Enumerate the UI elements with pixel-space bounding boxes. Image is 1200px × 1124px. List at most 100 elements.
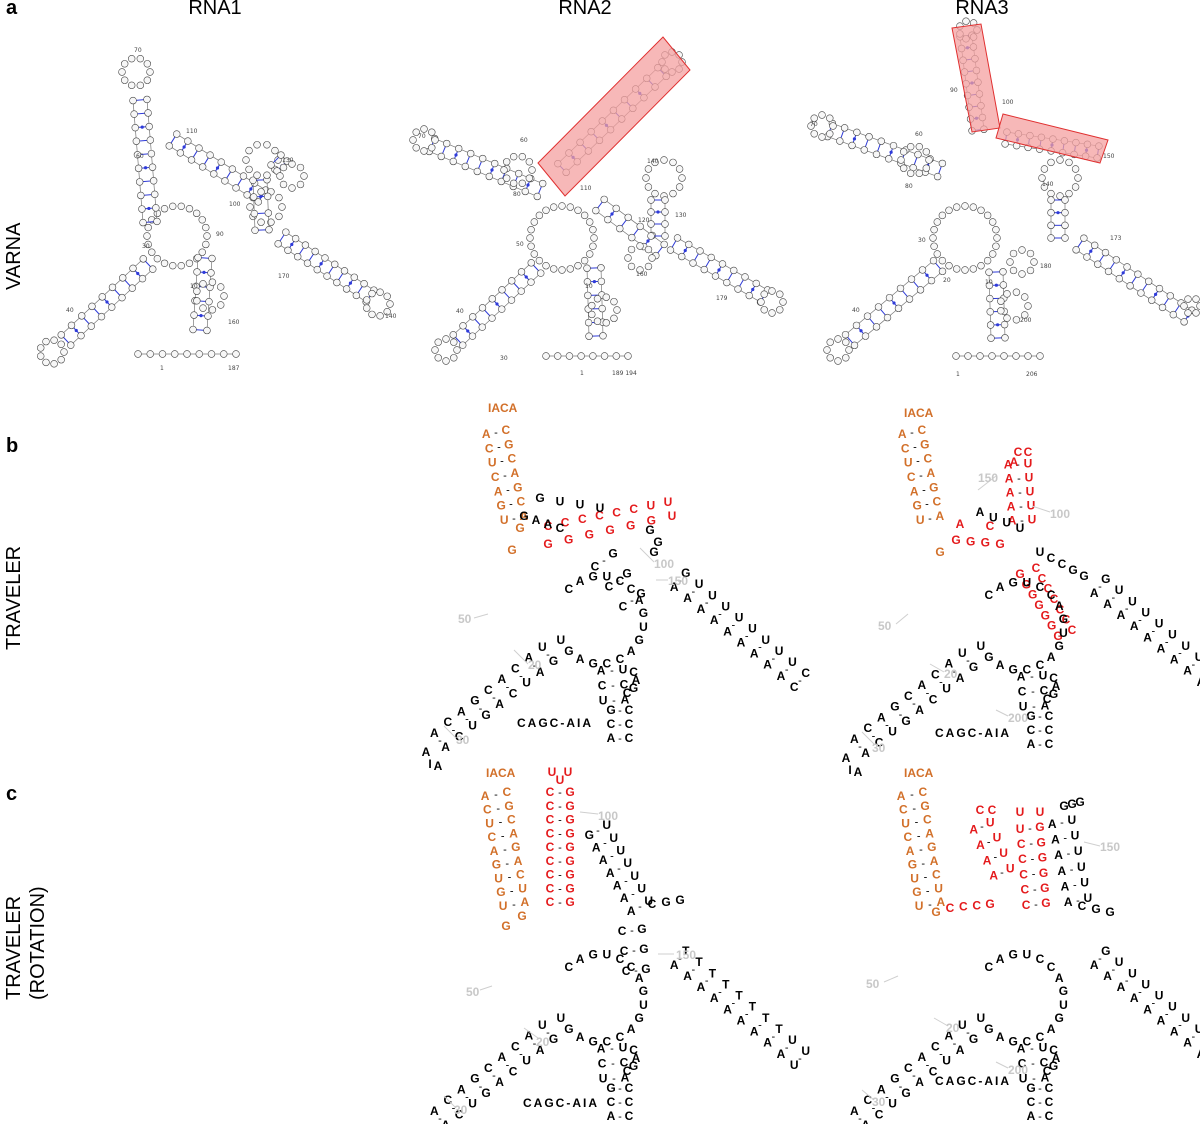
- nucleotide-letter: G: [912, 885, 921, 899]
- nucleotide-letter: U: [999, 846, 1008, 860]
- nucleotide-letter: A: [670, 580, 679, 594]
- pair-dash: -: [630, 595, 634, 607]
- nucleotide: [514, 169, 523, 178]
- nucleotide: [673, 234, 682, 242]
- nucleotide: [199, 304, 207, 312]
- nucleotide-letter: C: [1014, 445, 1023, 459]
- gu-pair-dot: [1089, 249, 1093, 253]
- nucleotide: [1026, 249, 1035, 258]
- nucleotide: [143, 60, 152, 68]
- nucleotide-letter: G: [661, 895, 670, 909]
- nucleotide-letter: C: [648, 897, 657, 911]
- nucleotide-letter: C: [627, 582, 636, 596]
- nucleotide: [277, 151, 285, 159]
- nucleotide-letter: A: [1103, 597, 1112, 611]
- nucleotide-letter: G: [639, 942, 648, 956]
- nucleotide: [508, 277, 516, 285]
- nucleotide-letter: U: [1027, 498, 1036, 512]
- nucleotide-letter: U: [616, 843, 625, 857]
- nucleotide: [760, 290, 768, 298]
- nucleotide-letter: A: [1047, 650, 1056, 664]
- backbone: [832, 123, 943, 164]
- nucleotide: [1061, 208, 1069, 217]
- nucleotide: [915, 169, 924, 178]
- nucleotide-letter: G: [1034, 598, 1043, 612]
- pair-dash: -: [925, 499, 929, 511]
- pair-dash: -: [1017, 473, 1021, 485]
- nucleotide: [1000, 352, 1008, 360]
- nucleotide-letter: A: [1055, 599, 1064, 613]
- nucleotide: [108, 283, 117, 292]
- nucleotide-letter: G: [565, 785, 574, 799]
- nucleotide: [271, 146, 279, 155]
- nucleotide: [986, 321, 995, 329]
- nucleotide: [1196, 302, 1200, 310]
- nucleotide-letter: A: [710, 991, 719, 1005]
- pair-dash: -: [512, 513, 516, 525]
- nucleotide-letter: C: [620, 1055, 629, 1069]
- nucleotide-letter: A: [441, 1118, 450, 1124]
- nucleotide-letter: A: [918, 678, 927, 692]
- varna-structure-rna3: [807, 17, 1200, 365]
- nucleotide-letter: G: [504, 437, 513, 451]
- nucleotide-letter: G: [565, 854, 574, 868]
- nucleotide: [97, 312, 106, 321]
- nucleotide-letter: U: [500, 513, 509, 527]
- nucleotide-letter: A: [592, 841, 601, 855]
- nucleotide: [929, 256, 938, 265]
- nucleotide-letter: A: [457, 1082, 466, 1096]
- backbone: [146, 99, 158, 222]
- nucleotide: [321, 254, 329, 262]
- nucleotide-letter: G: [890, 1072, 899, 1086]
- nucleotide-letter: G: [981, 536, 990, 550]
- nucleotide-letter: A: [996, 580, 1005, 594]
- nucleotide: [818, 111, 826, 119]
- nucleotide: [525, 174, 534, 182]
- nucleotide: [1018, 270, 1026, 278]
- varna-number: 70: [810, 121, 818, 128]
- nucleotide-letter: C: [1023, 662, 1032, 676]
- nucleotide-letter: U: [1128, 594, 1137, 608]
- traveler-number: 20: [536, 1035, 550, 1049]
- nucleotide-letter: C: [1043, 692, 1052, 706]
- nucleotide: [669, 189, 677, 198]
- nucleotide: [360, 280, 368, 288]
- nucleotide-letter: G: [1067, 797, 1076, 811]
- varna-number: 80: [513, 191, 521, 198]
- nucleotide-letter: C: [1036, 952, 1045, 966]
- nucleotide-letter: C: [595, 509, 604, 523]
- nucleotide-letter: C: [986, 519, 995, 533]
- nucleotide: [128, 284, 136, 292]
- nucleotide-letter: G: [1028, 588, 1037, 602]
- nucleotide: [826, 114, 834, 122]
- nucleotide-letter: C: [565, 582, 574, 596]
- nucleotide: [473, 167, 482, 176]
- nucleotide: [449, 157, 458, 166]
- nucleotide: [938, 159, 947, 168]
- pair-dash: -: [921, 858, 925, 870]
- nucleotide: [566, 203, 574, 211]
- nucleotide: [313, 265, 321, 274]
- nucleotide-letter: C: [627, 960, 636, 974]
- nucleotide: [376, 288, 384, 296]
- nucleotide: [136, 81, 145, 90]
- nucleotide-letter: C: [620, 677, 629, 691]
- nucleotide-letter: U: [1181, 639, 1190, 653]
- varna-number: 90: [950, 87, 958, 94]
- nucleotide: [810, 130, 818, 138]
- nucleotide: [945, 206, 953, 214]
- nucleotide-letter: A: [632, 673, 641, 687]
- nucleotide-letter: C: [1036, 1030, 1045, 1044]
- nucleotide: [977, 206, 985, 214]
- nucleotide-letter: U: [468, 719, 477, 733]
- nucleotide-letter: C: [578, 512, 587, 526]
- nucleotide: [930, 242, 938, 250]
- nucleotide-letter: U: [1023, 948, 1032, 962]
- backbone: [266, 179, 270, 230]
- pair-dash: -: [939, 1049, 943, 1061]
- pair-dash: -: [912, 803, 916, 815]
- nucleotide: [363, 296, 371, 304]
- nucleotide-letter: G: [492, 858, 501, 872]
- nucleotide-letter: C: [484, 1061, 493, 1075]
